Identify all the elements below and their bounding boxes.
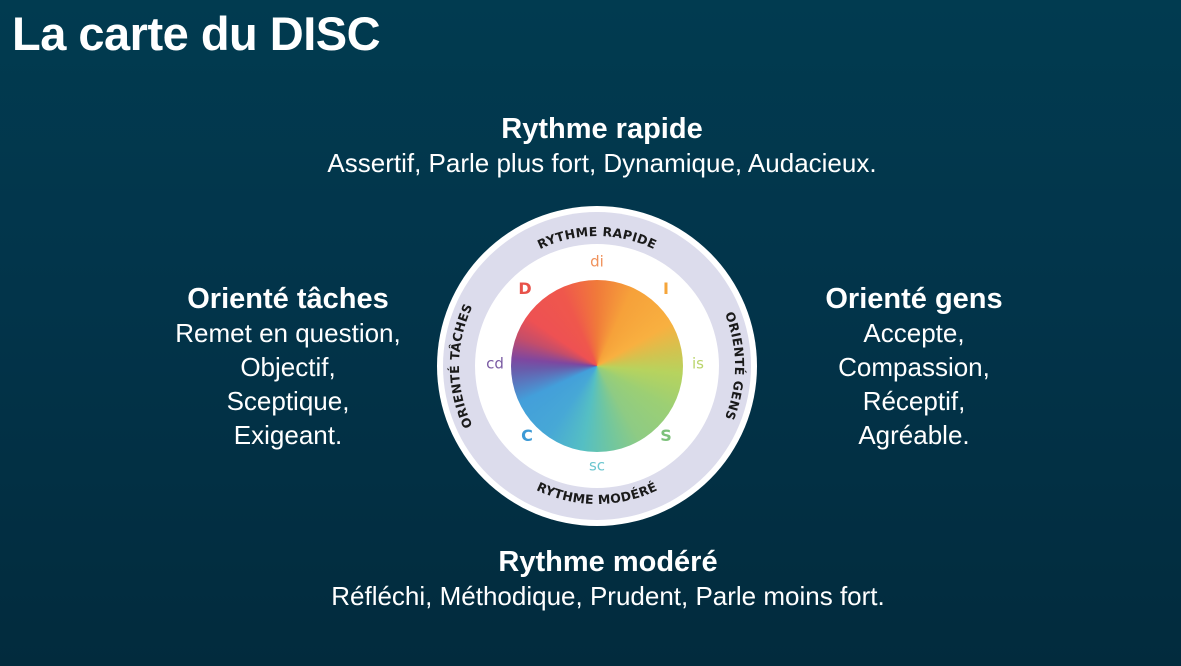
people-trait: Agréable. bbox=[858, 420, 970, 450]
moderate-pace-description: Réfléchi, Méthodique, Prudent, Parle moi… bbox=[331, 581, 885, 611]
disc-wheel: RYTHME RAPIDE RYTHME MODÉRÉ ORIENTÉ TÂCH… bbox=[437, 206, 757, 526]
style-label-sc: sc bbox=[588, 456, 606, 475]
people-oriented-description: Accepte, Compassion, Réceptif, Agréable. bbox=[790, 316, 1038, 452]
style-label-i: I bbox=[663, 279, 669, 298]
disc-color-wheel bbox=[511, 280, 683, 452]
style-label-d: D bbox=[518, 279, 532, 298]
style-label-s: S bbox=[660, 426, 672, 445]
fast-pace-description: Assertif, Parle plus fort, Dynamique, Au… bbox=[327, 148, 877, 178]
task-trait: Exigeant. bbox=[233, 420, 343, 450]
task-oriented-description: Remet en question, Objectif, Sceptique, … bbox=[140, 316, 436, 452]
fast-pace-heading: Rythme rapide bbox=[501, 113, 703, 145]
task-oriented-heading: Orienté tâches bbox=[187, 283, 389, 315]
task-oriented-section: Orienté tâches Remet en question, Object… bbox=[140, 282, 436, 452]
task-trait: Objectif, bbox=[240, 352, 336, 382]
people-trait: Réceptif, bbox=[862, 386, 966, 416]
style-label-cd: cd bbox=[486, 354, 504, 373]
style-label-c: C bbox=[521, 426, 533, 445]
people-trait: Compassion, bbox=[838, 352, 990, 382]
page-title: La carte du DISC bbox=[12, 7, 381, 60]
people-trait: Accepte, bbox=[863, 318, 965, 348]
moderate-pace-section: Rythme modéré Réfléchi, Méthodique, Prud… bbox=[0, 545, 1181, 613]
people-oriented-heading: Orienté gens bbox=[825, 283, 1003, 315]
moderate-pace-heading: Rythme modéré bbox=[498, 546, 718, 578]
people-oriented-section: Orienté gens Accepte, Compassion, Récept… bbox=[790, 282, 1038, 452]
fast-pace-section: Rythme rapide Assertif, Parle plus fort,… bbox=[0, 112, 1181, 180]
task-trait: Remet en question, bbox=[175, 318, 401, 348]
style-label-di: di bbox=[590, 252, 604, 271]
task-trait: Sceptique, bbox=[226, 386, 350, 416]
style-label-is: is bbox=[692, 354, 704, 373]
